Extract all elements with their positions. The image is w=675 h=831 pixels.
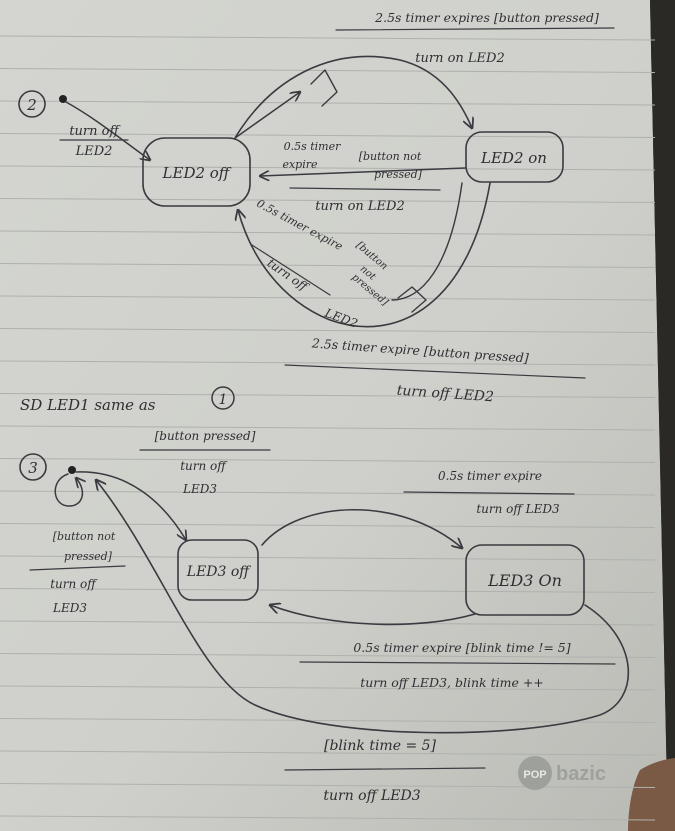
section-3-init-guard: [button pressed]	[155, 429, 256, 443]
section-1-inner-loop	[238, 182, 491, 328]
brand-logo-name: bazic	[556, 763, 606, 785]
ruled-lines	[0, 35, 656, 821]
ruled-line	[0, 490, 656, 496]
section-3-self-divider	[29, 565, 126, 571]
section-1-timer-box-top	[310, 69, 338, 107]
ruled-line	[0, 458, 656, 463]
section-1-inner-divider	[251, 244, 331, 296]
section-1-mid-guard-1: 0.5s timer	[284, 140, 342, 153]
state-led3-on-label: LED3 On	[487, 571, 562, 590]
state-led3-on	[465, 544, 585, 616]
ruled-line	[0, 263, 656, 268]
section-1-initial-dot	[59, 95, 67, 103]
section-1-top-guard: 2.5s timer expires [button pressed]	[374, 10, 599, 25]
section-1-marker-circle	[18, 90, 46, 118]
ruled-line	[0, 230, 656, 236]
ruled-line	[0, 35, 656, 41]
section-3-back-guard: 0.5s timer expire [blink time != 5]	[353, 640, 570, 655]
ruled-line	[0, 588, 656, 593]
section-1-mid-guard-3: [button not	[359, 150, 422, 163]
section-3-self-action-2: LED3	[52, 601, 87, 615]
section-1-mid-guard-4: pressed]	[374, 168, 423, 181]
sd-ref-circle	[211, 386, 235, 410]
ruled-line	[0, 620, 656, 626]
ruled-line	[0, 133, 656, 138]
section-1-mid-action: turn on LED2	[315, 199, 404, 214]
section-1-top-divider	[335, 27, 615, 31]
ruled-line	[0, 425, 656, 431]
section-3-on-arc	[261, 508, 462, 548]
section-3-initial-dot	[68, 466, 76, 474]
state-led2-on-label: LED2 on	[480, 149, 547, 167]
section-1-mid-divider	[289, 187, 441, 191]
ruled-line	[0, 393, 656, 398]
ruled-line	[0, 100, 656, 106]
finger	[628, 758, 675, 831]
brand-logo-pop: POP	[523, 769, 546, 781]
section-1-init-arrow	[65, 101, 150, 160]
section-3-self-guard-2: pressed]	[64, 550, 113, 563]
ruled-line	[0, 653, 656, 658]
page-edge-shadow	[650, 0, 675, 831]
section-3-self-loop	[54, 473, 82, 507]
section-3-on-divider	[403, 491, 575, 495]
brand-logo-badge	[518, 756, 552, 790]
section-3-final-guard: [blink time = 5]	[324, 738, 437, 754]
section-3-init-arrow	[75, 471, 186, 540]
sd-led1-note: SD LED1 same as	[20, 396, 156, 414]
section-3-init-action-2: LED3	[182, 482, 217, 496]
section-1-timer-box-bottom	[397, 286, 427, 313]
section-3-self-action-1: turn off	[50, 577, 98, 591]
section-3-final-action: turn off LED3	[323, 788, 420, 804]
state-led3-off	[177, 539, 259, 601]
brand-logo: POP bazic	[518, 756, 606, 790]
section-3-back-divider	[299, 661, 616, 665]
ruled-line	[0, 783, 656, 788]
ruled-line	[0, 198, 656, 203]
section-3-final-divider	[284, 767, 486, 771]
ruled-line	[0, 328, 656, 333]
section-3-init-action-1: turn off	[180, 459, 228, 473]
ruled-line	[0, 685, 656, 691]
section-1-mid-guard-2: expire	[282, 158, 318, 171]
ruled-line	[0, 165, 656, 171]
section-3-on-action: turn off LED3	[476, 502, 560, 516]
ruled-line	[0, 68, 656, 73]
section-3-back-arrow	[270, 605, 476, 626]
section-1-top-arc	[234, 55, 472, 139]
section-1-bottom-action: turn off LED2	[396, 383, 494, 406]
section-3-self-guard-1: [button not	[53, 530, 116, 543]
section-3-marker-circle	[19, 453, 47, 481]
section-3-on-guard: 0.5s timer expire	[438, 469, 542, 483]
section-1-marker: 2	[26, 96, 37, 114]
ruled-line	[0, 523, 656, 528]
section-1-bottom-divider	[284, 364, 586, 379]
state-led2-off	[142, 137, 251, 207]
section-1-init-action-2: LED2	[75, 144, 113, 159]
ruled-line	[0, 295, 656, 301]
ruled-line	[0, 815, 656, 821]
ruled-line	[0, 555, 656, 561]
state-led3-off-label: LED3 off	[186, 564, 252, 580]
ruled-line	[0, 360, 656, 366]
section-1-inner-loop-2	[391, 182, 463, 301]
state-led2-on	[465, 131, 564, 183]
section-3-back-action: turn off LED3, blink time ++	[360, 675, 544, 690]
sd-ref-number: 1	[219, 392, 228, 408]
section-1-top-arc-tail	[234, 92, 300, 139]
section-3-marker: 3	[28, 459, 38, 477]
ruled-line	[0, 750, 656, 756]
section-1-top-action: turn on LED2	[415, 51, 504, 66]
section-1-mid-arrow	[260, 167, 466, 176]
state-led2-off-label: LED2 off	[162, 164, 232, 182]
section-3-diagram: 3 [button not pressed] turn off LED3 [bu…	[19, 429, 630, 804]
ruled-line	[0, 718, 656, 723]
section-3-final-arc	[96, 480, 630, 734]
section-1-init-action-1: turn off	[69, 124, 121, 139]
